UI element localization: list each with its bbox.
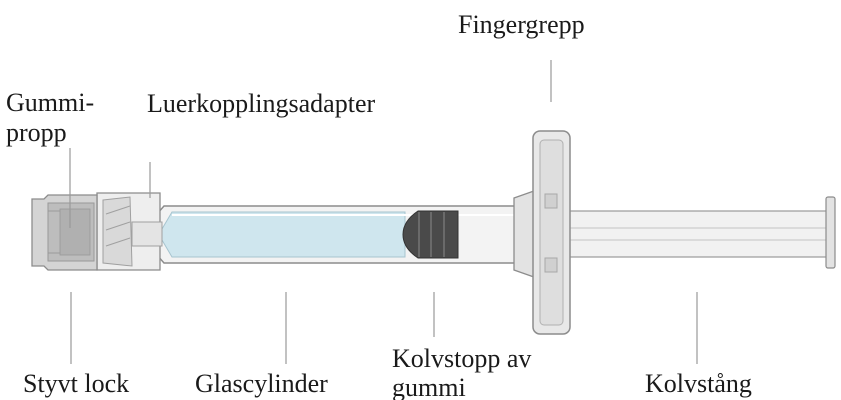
finger-flange (513, 130, 571, 335)
label-kolvstopp-line2: gummi (392, 373, 466, 400)
label-fingergrepp: Fingergrepp (458, 10, 585, 39)
rigid-tip-cap (31, 194, 98, 271)
glass-barrel (149, 205, 521, 264)
label-luer-adapter: Luerkopplingsadapter (147, 89, 375, 118)
plunger-thumb-press (825, 196, 836, 269)
label-glascylinder: Glascylinder (195, 369, 328, 398)
label-kolvstopp-line1: Kolvstopp av (392, 344, 531, 373)
label-styvt-lock: Styvt lock (23, 369, 129, 398)
label-gummipropp-line1: Gummi- (6, 88, 94, 117)
label-gummipropp-line2: propp (6, 118, 67, 147)
luer-lock-adapter (96, 192, 163, 271)
label-kolvstang: Kolvstång (645, 369, 752, 398)
rubber-stopper (402, 210, 459, 259)
liquid (161, 211, 406, 258)
